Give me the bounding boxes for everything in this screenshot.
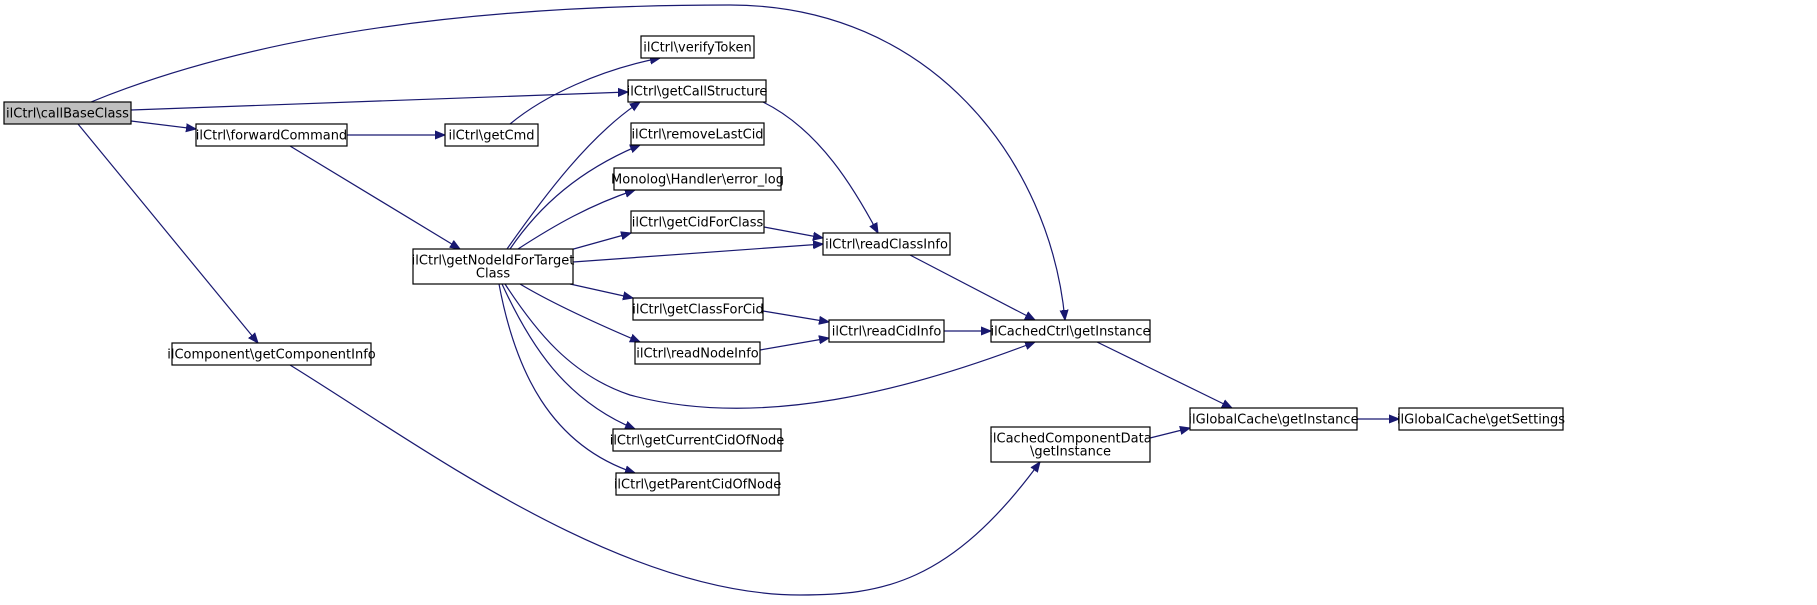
node-errorLog[interactable]: Monolog\Handler\error_log	[611, 167, 784, 191]
edge-getNodeIdForTargetClass-to-readNodeInfo	[519, 283, 640, 343]
node-box	[612, 428, 782, 452]
node-label: ilCtrl\removeLastCid	[631, 128, 763, 143]
node-box	[634, 341, 761, 365]
node-readNodeInfo[interactable]: ilCtrl\readNodeInfo	[634, 341, 761, 365]
edge-cachedCtrlGetInstance-to-globalCacheGetInstance	[1096, 341, 1232, 408]
edge-getNodeIdForTargetClass-to-readClassInfo	[572, 244, 823, 263]
edge-getCmd-to-verifyToken	[509, 58, 660, 125]
node-label: ilComponent\getComponentInfo	[167, 348, 376, 363]
node-box	[3, 101, 132, 125]
node-box	[630, 122, 765, 146]
edge-getClassForCid-to-readCidInfo	[762, 310, 829, 322]
node-getCurrentCidOfNode[interactable]: ilCtrl\getCurrentCidOfNode	[610, 428, 785, 452]
node-box	[630, 210, 765, 234]
edge-callBaseClass-to-getCallStructure	[130, 92, 628, 111]
edge-callBaseClass-to-forwardCommand	[130, 120, 196, 129]
node-box	[627, 79, 767, 103]
edge-forwardCommand-to-getNodeIdForTargetClass	[289, 145, 460, 249]
node-label: ilCtrl\getCurrentCidOfNode	[610, 434, 785, 449]
node-box	[171, 342, 372, 366]
node-readClassInfo[interactable]: ilCtrl\readClassInfo	[822, 232, 951, 256]
edge-callBaseClass-to-getComponentInfo	[77, 123, 258, 343]
node-box	[632, 297, 764, 321]
edge-callBaseClass-to-cachedCtrlGetInstance	[90, 4, 1065, 320]
node-label: ilCtrl\readCidInfo	[832, 325, 942, 340]
edge-getNodeIdForTargetClass-to-errorLog	[517, 190, 635, 250]
node-label: ilCtrl\forwardCommand	[196, 129, 347, 144]
node-box	[828, 319, 945, 343]
edge-readNodeInfo-to-readCidInfo	[759, 338, 829, 351]
node-label: ilCachedCtrl\getInstance	[990, 325, 1150, 340]
node-box	[990, 426, 1151, 463]
node-box	[990, 319, 1151, 343]
edge-layer	[77, 4, 1399, 596]
edge-getNodeIdForTargetClass-to-removeLastCid	[509, 144, 640, 250]
node-getClassForCid[interactable]: ilCtrl\getClassForCid	[632, 297, 764, 321]
node-getParentCidOfNode[interactable]: ilCtrl\getParentCidOfNode	[614, 472, 781, 496]
node-forwardCommand[interactable]: ilCtrl\forwardCommand	[195, 123, 348, 147]
node-label: ilGlobalCache\getSettings	[1397, 413, 1565, 428]
node-label: ilCtrl\getParentCidOfNode	[614, 478, 781, 493]
node-box	[1189, 407, 1358, 431]
edge-readClassInfo-to-cachedCtrlGetInstance	[909, 254, 1035, 320]
node-box	[444, 123, 539, 147]
node-label: ilCtrl\getClassForCid	[632, 303, 764, 318]
node-getComponentInfo[interactable]: ilComponent\getComponentInfo	[167, 342, 376, 366]
node-globalCacheGetInstance[interactable]: ilGlobalCache\getInstance	[1188, 407, 1359, 431]
node-removeLastCid[interactable]: ilCtrl\removeLastCid	[630, 122, 765, 146]
node-box	[613, 167, 782, 191]
edge-getNodeIdForTargetClass-to-getCallStructure	[506, 102, 640, 250]
edge-getNodeIdForTargetClass-to-getCidForClass	[569, 233, 631, 251]
edge-cachedComponentDataGetInstance-to-globalCacheGetInstance	[1149, 428, 1190, 439]
node-label: ilGlobalCache\getInstance	[1188, 413, 1358, 428]
node-label: ilCtrl\getCmd	[448, 129, 534, 144]
node-cachedComponentDataGetInstance[interactable]: ilCachedComponentData\getInstance	[989, 426, 1152, 463]
node-box	[822, 232, 951, 256]
node-label: ilCtrl\getCidForClass	[632, 216, 764, 231]
edge-getCidForClass-to-readClassInfo	[763, 226, 823, 238]
node-label: Class	[476, 267, 510, 282]
node-box	[412, 248, 574, 285]
edge-getCallStructure-to-readClassInfo	[762, 101, 878, 233]
node-getCallStructure[interactable]: ilCtrl\getCallStructure	[627, 79, 768, 103]
node-getCidForClass[interactable]: ilCtrl\getCidForClass	[630, 210, 765, 234]
node-label: ilCtrl\getCallStructure	[627, 85, 768, 100]
node-label: Monolog\Handler\error_log	[611, 173, 784, 188]
node-box	[615, 472, 780, 496]
node-label: ilCtrl\getNodeIdForTarget	[412, 254, 575, 269]
node-cachedCtrlGetInstance[interactable]: ilCachedCtrl\getInstance	[990, 319, 1151, 343]
node-layer: ilCtrl\callBaseClass ilCtrl\forwardComman…	[3, 35, 1565, 496]
edge-getNodeIdForTargetClass-to-getCurrentCidOfNode	[501, 283, 635, 430]
node-label: ilCtrl\callBaseClass	[6, 107, 129, 122]
edge-getNodeIdForTargetClass-to-getClassForCid	[569, 283, 633, 298]
edge-getNodeIdForTargetClass-to-getParentCidOfNode	[498, 283, 635, 473]
node-verifyToken[interactable]: ilCtrl\verifyToken	[640, 35, 755, 59]
node-label: \getInstance	[1030, 445, 1111, 460]
node-box	[195, 123, 348, 147]
node-box	[640, 35, 755, 59]
node-readCidInfo[interactable]: ilCtrl\readCidInfo	[828, 319, 945, 343]
node-box	[1398, 407, 1564, 431]
node-label: ilCtrl\verifyToken	[643, 41, 751, 56]
node-globalCacheGetSettings[interactable]: ilGlobalCache\getSettings	[1397, 407, 1565, 431]
node-getCmd[interactable]: ilCtrl\getCmd	[444, 123, 539, 147]
node-label: ilCachedComponentData	[989, 432, 1151, 447]
edge-getComponentInfo-to-cachedComponentDataGetInstance	[289, 364, 1040, 596]
node-callBaseClass[interactable]: ilCtrl\callBaseClass	[3, 101, 132, 125]
node-label: ilCtrl\readNodeInfo	[636, 347, 759, 362]
edge-getNodeIdForTargetClass-to-cachedCtrlGetInstance	[504, 283, 1035, 409]
node-label: ilCtrl\readClassInfo	[825, 238, 948, 253]
